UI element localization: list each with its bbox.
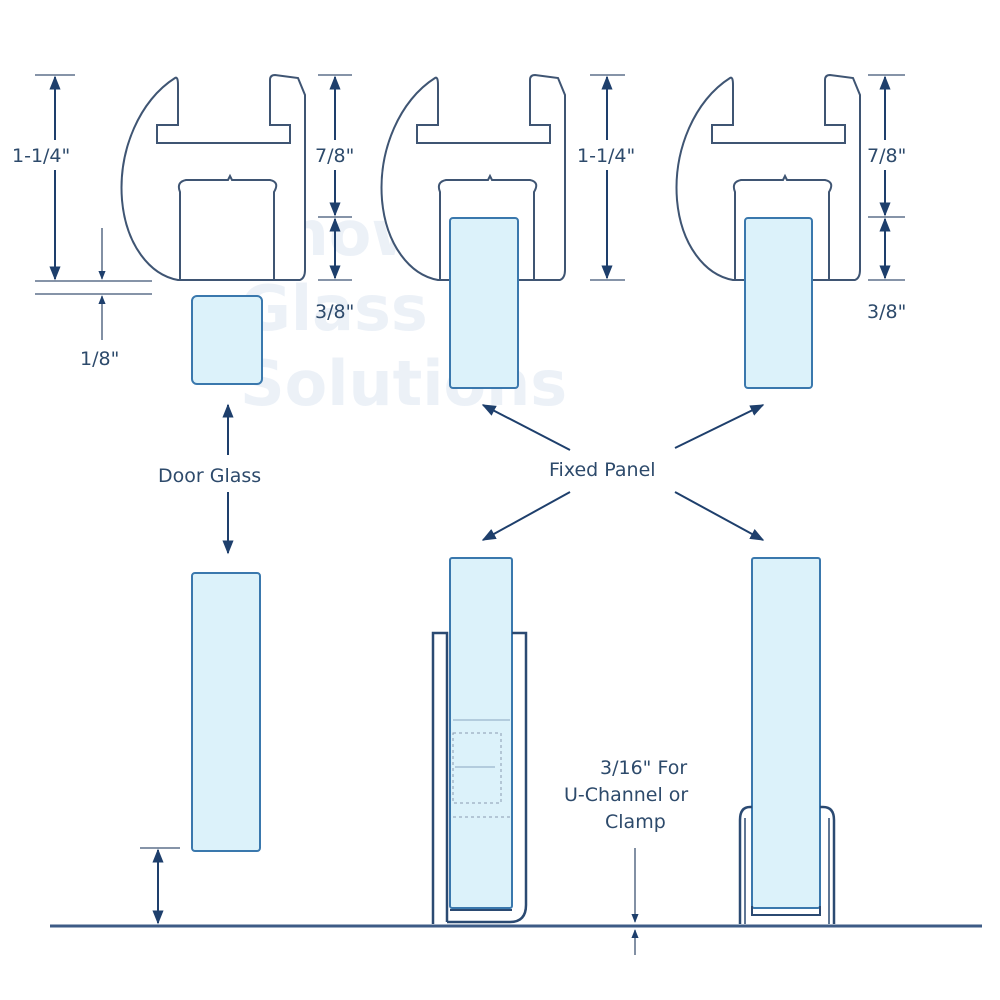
arrow-icon xyxy=(674,404,765,449)
arrow-icon xyxy=(481,491,571,541)
dimension-profile3 xyxy=(868,74,905,281)
door-glass-top xyxy=(191,295,263,385)
dim-label: 1-1/4" xyxy=(12,145,70,167)
dimension-profile1 xyxy=(35,74,352,340)
door-glass-bottom xyxy=(191,572,261,852)
fixed-panel-label: Fixed Panel xyxy=(549,459,656,481)
dim-label: 3/8" xyxy=(867,301,906,323)
arrow-icon xyxy=(481,404,571,451)
u-channel-install xyxy=(431,557,528,924)
fixed-glass-top-2 xyxy=(744,217,813,389)
dim-label: 1-1/4" xyxy=(577,145,635,167)
arrow-icon xyxy=(674,491,765,541)
door-glass-label: Door Glass xyxy=(158,465,261,487)
watermark-line: Glass xyxy=(240,272,428,345)
dim-label: 7/8" xyxy=(867,145,906,167)
dim-label: 7/8" xyxy=(315,145,354,167)
dimension-profile2 xyxy=(590,74,625,281)
seal-profile-door xyxy=(120,74,306,281)
dim-label: 1/8" xyxy=(80,348,119,370)
clamp-install xyxy=(738,557,836,924)
clearance-label: Clamp xyxy=(605,811,666,833)
clearance-label: U-Channel or xyxy=(564,784,688,806)
dim-label: 3/8" xyxy=(315,301,354,323)
fixed-glass-top-1 xyxy=(449,217,519,389)
clearance-label: 3/16" For xyxy=(600,757,687,779)
dimension-door-gap xyxy=(140,847,180,925)
